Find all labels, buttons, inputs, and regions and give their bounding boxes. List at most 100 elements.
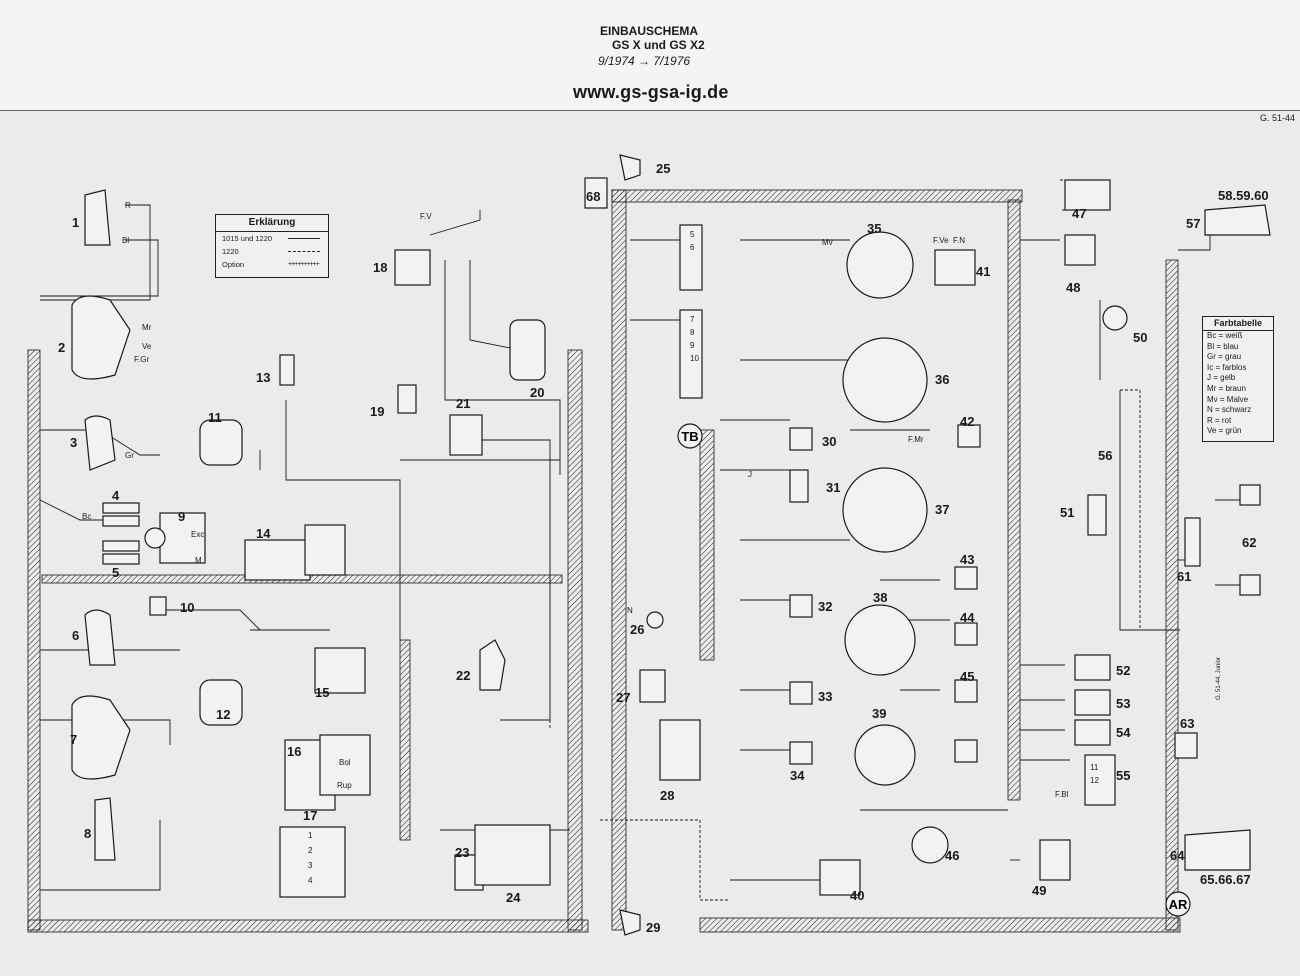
label-48: 48 [1066,280,1080,295]
horn-4b [102,515,140,527]
fuse-1: 1 [308,831,313,840]
label-55: 55 [1116,768,1130,783]
label-14: 14 [256,526,271,541]
lamp-34 [789,741,813,765]
label-19: 19 [370,404,384,419]
colour-row: J = gelb [1207,373,1236,383]
pin-12: 12 [1090,776,1099,785]
label-41: 41 [976,264,990,279]
pin-8: 8 [690,328,695,337]
lamp-51 [1087,494,1107,536]
side-note: G. 51-44, Junior [1216,656,1222,700]
wire-label-r: R [125,201,131,210]
harness-bottom-right [699,917,1181,933]
label-51: 51 [1060,505,1074,520]
label-37: 37 [935,502,949,517]
legend-row-option: Option ++++++++++ [216,258,328,271]
label-53: 53 [1116,696,1130,711]
legend-row-solid: 1015 und 1220 [216,232,328,245]
lamp-11 [199,419,243,466]
wire-label-fgr: F.Gr [134,355,149,364]
connector-55 [1084,754,1116,806]
alternator-pulley [144,527,166,549]
switch-49 [1039,839,1071,881]
relay-54 [1074,719,1111,746]
colour-row: Ic = farblos [1207,362,1247,372]
gauge-35 [846,231,914,299]
legend-title: Erklärung [216,215,328,232]
harness-bundles [27,189,1181,933]
speedometer-37 [842,467,928,553]
motor-21 [449,414,483,456]
label-27: 27 [616,690,630,705]
lamp-42 [957,424,981,448]
label-2: 2 [58,340,65,355]
switch-27 [639,669,666,703]
label-35: 35 [867,221,881,236]
lamp-30 [789,427,813,451]
relay-18 [394,249,431,286]
legend-row-dashed: 1220 [216,245,328,258]
legend-dashed-line [288,251,320,252]
horn-25 [619,154,641,181]
connector-block-b [679,309,703,399]
harness-center-left [567,349,583,931]
legend-plus-line: ++++++++++ [288,261,320,268]
harness-engine [399,639,411,841]
label-25: 25 [656,161,670,176]
solenoid-14 [304,524,346,576]
reference-code: G. 51-44 [1260,113,1296,123]
wire-label-rup: Rup [337,781,352,790]
harness-top-right [611,189,1023,203]
fuse-2: 2 [308,846,313,855]
label-1: 1 [72,215,79,230]
colour-row: Bl = blau [1207,341,1239,351]
relay-68 [584,177,608,209]
label-68: 68 [586,189,600,204]
starter-14 [244,539,311,581]
sensor-22 [479,639,506,691]
wire-colour-labels: R Bl Gr Mr Ve F.Gr Bc J N Mv F.V F.Ve F.… [82,201,1069,799]
wire-label-ve: Ve [142,342,152,351]
motor-46 [911,826,949,864]
label-45: 45 [960,669,974,684]
foglamp-3 [84,415,116,471]
harness-right [1165,259,1179,931]
wire-label-n: N [627,606,633,615]
battery-24 [474,824,551,886]
markers: TB AR [677,423,1191,917]
label-10: 10 [180,600,194,615]
wire-label-exc: Exc [191,530,204,539]
pin-9: 9 [690,341,695,350]
label-62: 62 [1242,535,1256,550]
wire-label-bl: Bl [122,236,129,245]
harness-dashboard [699,429,715,661]
horn-4a [102,502,140,514]
alternator-9 [159,512,206,564]
relay-52 [1074,654,1111,681]
label-21: 21 [456,396,470,411]
rear-lamp-57 [1204,204,1271,236]
label-20: 20 [530,385,544,400]
label-3: 3 [70,435,77,450]
label-4: 4 [112,488,120,503]
switch-19 [397,384,417,414]
relay-53 [1074,689,1111,716]
relay-15 [314,647,366,694]
pin-10: 10 [690,354,699,363]
harness-left [27,349,41,931]
label-18: 18 [373,260,387,275]
label-63: 63 [1180,716,1194,731]
lamp-47 [1064,179,1111,211]
diagram-subtitle: GS X und GS X2 [612,38,705,52]
wire-label-j: J [748,470,752,479]
wire-label-mr: Mr [142,323,152,332]
label-44: 44 [960,610,975,625]
legend-label-dashed: 1220 [222,247,239,256]
wire-label-fmr: F.Mr [908,435,924,444]
label-43: 43 [960,552,974,567]
label-23: 23 [455,845,469,860]
wire-runs [39,204,1240,891]
legend-label-option: Option [222,260,245,269]
label-52: 52 [1116,663,1130,678]
